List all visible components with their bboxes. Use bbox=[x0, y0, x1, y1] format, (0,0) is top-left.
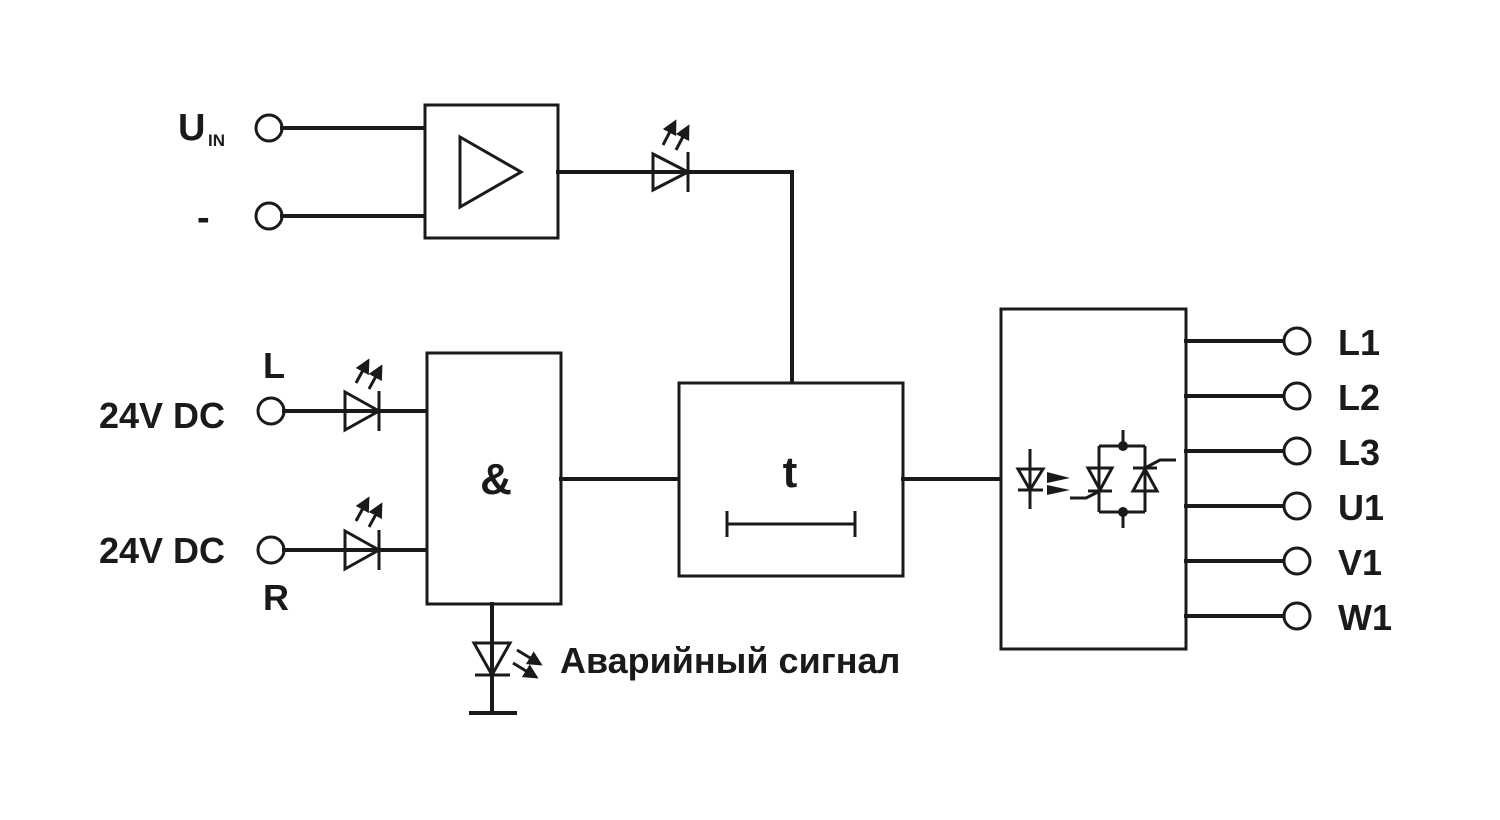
output-terminal-u1[interactable] bbox=[1282, 491, 1312, 521]
minus-label: - bbox=[197, 197, 210, 239]
signal-led-icon bbox=[651, 119, 692, 193]
output-terminal: L1 bbox=[1184, 322, 1380, 363]
uin-label: U bbox=[178, 107, 205, 149]
alarm-led-icon bbox=[471, 641, 543, 679]
output-terminal-l1[interactable] bbox=[1282, 326, 1312, 356]
alarm-indicator: Аварийный сигнал bbox=[469, 602, 900, 715]
input-minus: - bbox=[197, 197, 427, 239]
input-24v-left: L 24V DC bbox=[99, 345, 429, 436]
left-terminal[interactable] bbox=[256, 396, 286, 426]
and-block: & bbox=[425, 351, 563, 606]
left-led-icon bbox=[343, 358, 383, 433]
uin-terminal[interactable] bbox=[254, 113, 284, 143]
uin-sub-label: IN bbox=[208, 131, 225, 150]
amplifier-triangle-icon bbox=[458, 134, 525, 210]
minus-terminal[interactable] bbox=[254, 201, 284, 231]
input-24v-right: 24V DC R bbox=[99, 496, 429, 618]
timer-block: t bbox=[677, 381, 905, 578]
timer-box bbox=[677, 381, 905, 578]
optocoupler-icon bbox=[1015, 449, 1070, 509]
alarm-label: Аварийный сигнал bbox=[560, 640, 900, 681]
output-terminal-v1[interactable] bbox=[1282, 546, 1312, 576]
output-terminal-l3[interactable] bbox=[1282, 436, 1312, 466]
amplifier-box bbox=[423, 103, 560, 240]
left-side-label: L bbox=[263, 345, 285, 386]
output-label: L2 bbox=[1338, 377, 1380, 418]
right-led-icon bbox=[343, 496, 383, 572]
output-terminal-l2[interactable] bbox=[1282, 381, 1312, 411]
output-block bbox=[999, 307, 1188, 651]
output-label: V1 bbox=[1338, 542, 1382, 583]
thyristor-pair-icon bbox=[1070, 430, 1176, 528]
output-terminal: L2 bbox=[1184, 377, 1380, 418]
output-label: L3 bbox=[1338, 432, 1380, 473]
output-terminal: V1 bbox=[1184, 542, 1382, 583]
output-label: U1 bbox=[1338, 487, 1384, 528]
amplifier-block bbox=[423, 103, 560, 240]
left-voltage-label: 24V DC bbox=[99, 395, 225, 436]
output-terminal: L3 bbox=[1184, 432, 1380, 473]
output-terminal: U1 bbox=[1184, 487, 1384, 528]
output-label: L1 bbox=[1338, 322, 1380, 363]
output-terminal-list: L1 L2 L3 U1 V1 W1 bbox=[1184, 322, 1392, 638]
output-terminal-w1[interactable] bbox=[1282, 601, 1312, 631]
input-uin: U IN bbox=[178, 107, 427, 150]
output-label: W1 bbox=[1338, 597, 1392, 638]
right-side-label: R bbox=[263, 577, 289, 618]
output-terminal: W1 bbox=[1184, 597, 1392, 638]
and-symbol: & bbox=[480, 455, 512, 504]
right-terminal[interactable] bbox=[256, 535, 286, 565]
right-voltage-label: 24V DC bbox=[99, 530, 225, 571]
timer-symbol: t bbox=[783, 448, 798, 497]
